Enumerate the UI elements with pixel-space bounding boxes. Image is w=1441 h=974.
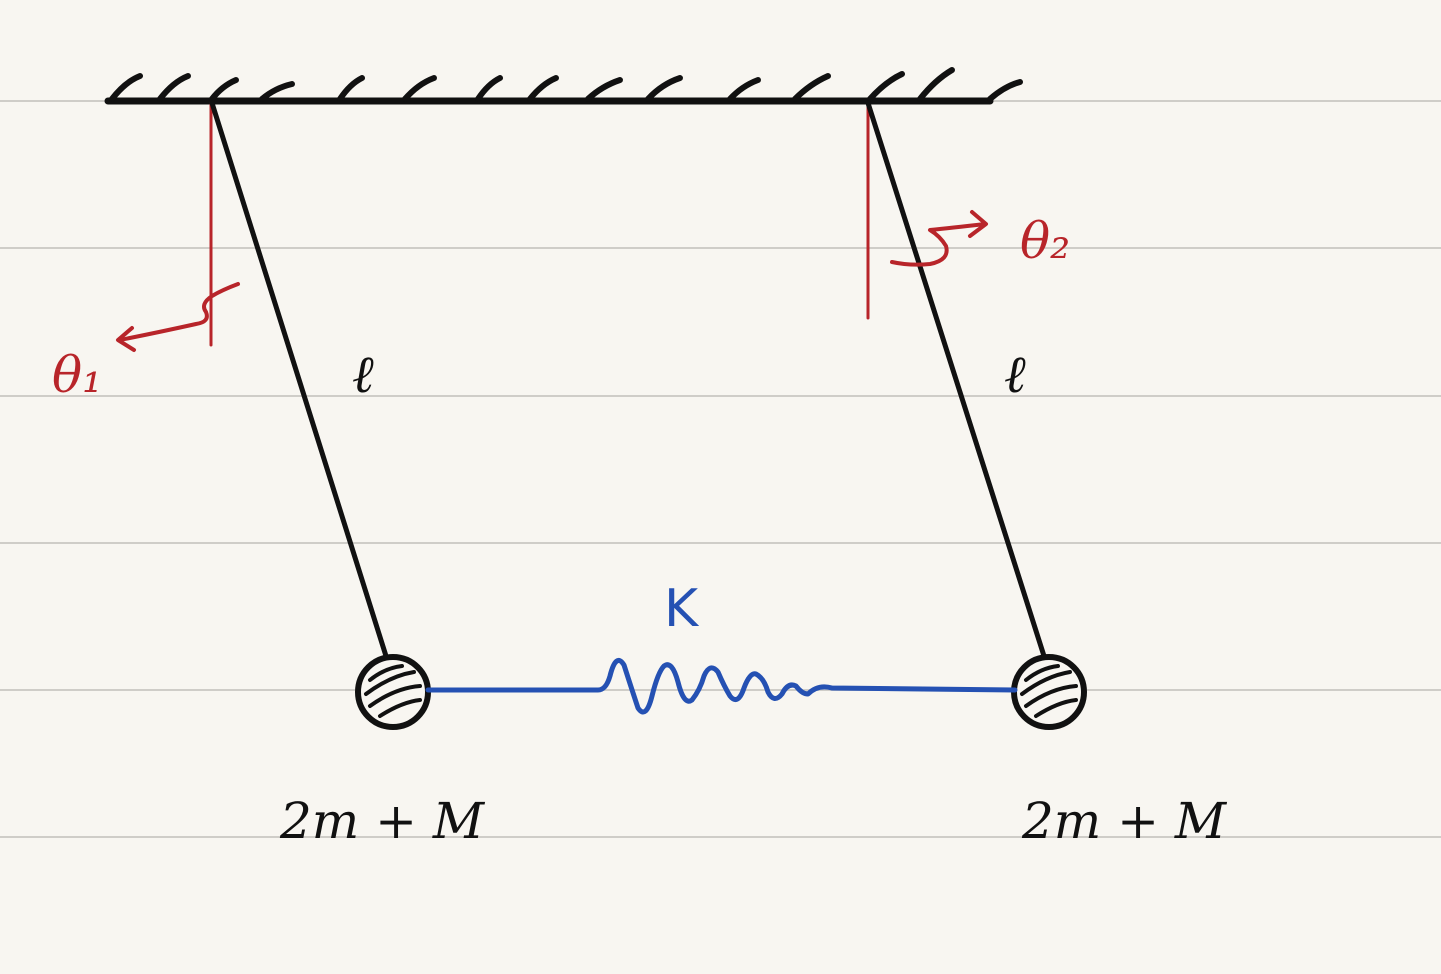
theta1-arrow xyxy=(118,282,240,342)
length-label-left: ℓ xyxy=(352,345,374,405)
theta1-arrowhead xyxy=(116,326,136,352)
left-string xyxy=(209,100,389,659)
left-pendulum xyxy=(209,100,431,730)
theta2-indicator xyxy=(890,210,988,267)
right-string xyxy=(865,100,1047,659)
spring-constant-label: K xyxy=(664,579,700,639)
length-label-right: ℓ xyxy=(1004,345,1026,405)
theta2-arrow xyxy=(890,222,987,267)
theta1-label: θ₁ xyxy=(52,346,102,404)
theta2-label: θ₂ xyxy=(1020,212,1070,270)
theta2-arrowhead xyxy=(968,210,988,238)
spring-coil xyxy=(425,657,1018,715)
right-pendulum xyxy=(865,100,1087,730)
ceiling-hatching xyxy=(109,67,1023,102)
theta1-indicator xyxy=(116,282,240,352)
notebook-rule-lines xyxy=(0,100,1441,838)
mass-label-left: 2m + M xyxy=(279,792,486,850)
mass-label-right: 2m + M xyxy=(1021,792,1228,850)
left-bob xyxy=(355,654,431,730)
ceiling-support xyxy=(104,67,1023,105)
right-bob xyxy=(1011,654,1087,730)
spring xyxy=(425,657,1018,715)
